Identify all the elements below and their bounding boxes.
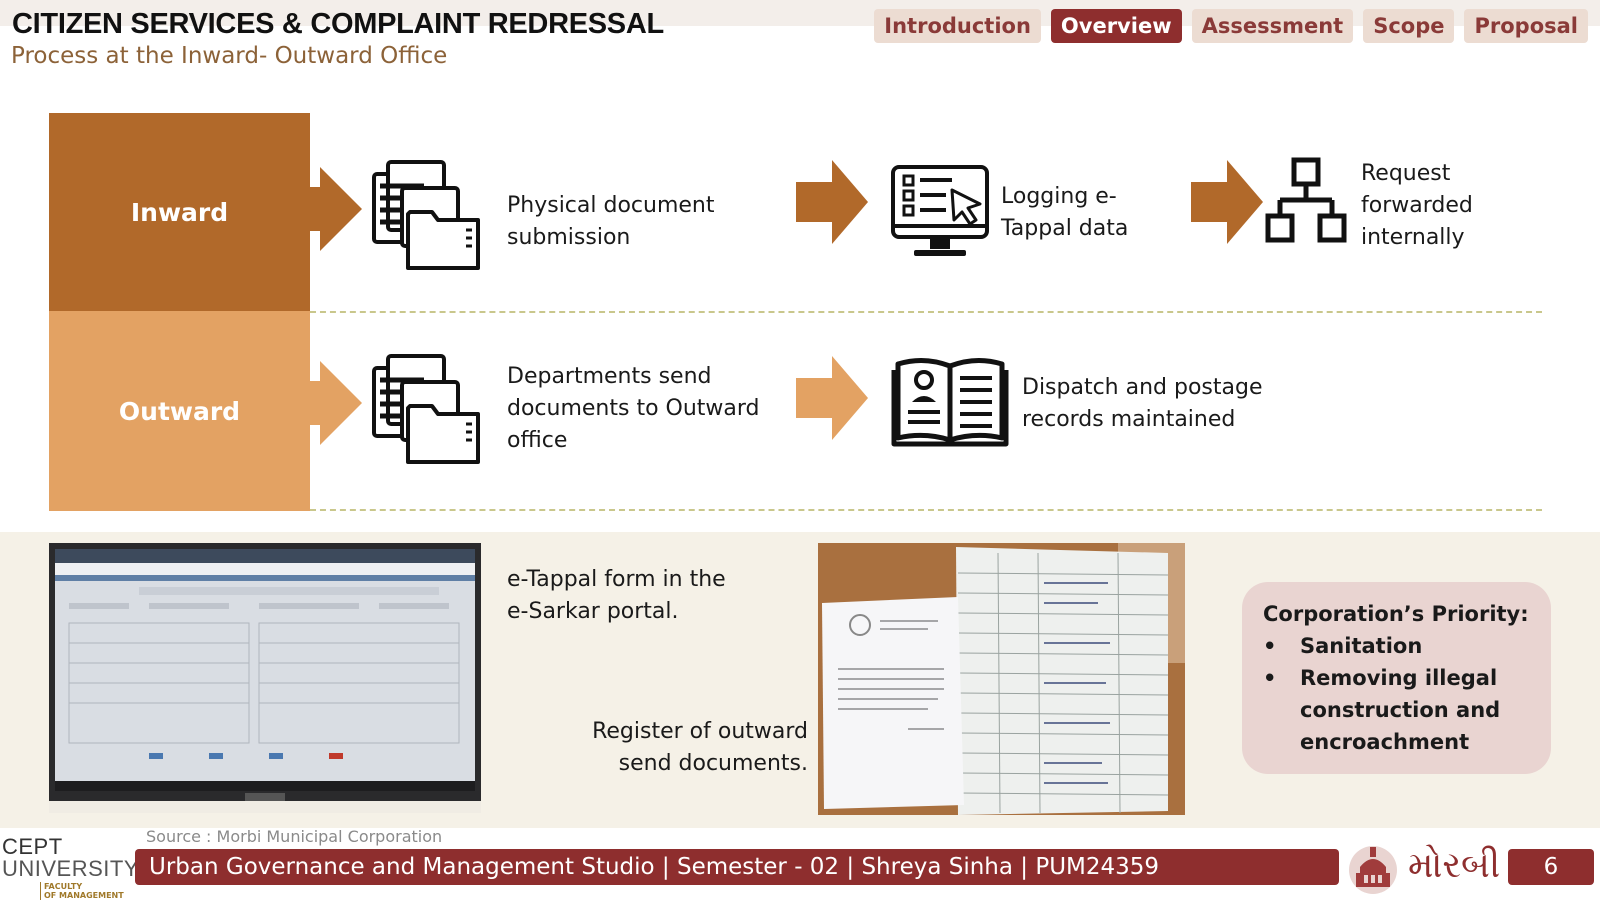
tab-assessment[interactable]: Assessment — [1191, 9, 1354, 43]
etappal-screen-photo — [49, 543, 481, 813]
step-text: Dispatch and postage records maintained — [1022, 375, 1263, 432]
tab-proposal[interactable]: Proposal — [1464, 9, 1588, 43]
page-number: 6 — [1508, 849, 1594, 885]
palace-emblem-icon — [1349, 846, 1397, 894]
open-register-icon — [891, 358, 1009, 447]
documents-folder-icon — [372, 160, 480, 270]
page-subtitle: Process at the Inward- Outward Office — [11, 43, 448, 69]
logo-line: OF MANAGEMENT — [44, 891, 124, 900]
arrow-right-icon — [310, 361, 362, 445]
city-name: મોરબી — [1408, 845, 1501, 886]
logo-line: FACULTY — [44, 882, 83, 891]
step-dispatch-records: Dispatch and postage records maintained — [1022, 372, 1272, 436]
step-physical-submission: Physical document submission — [507, 190, 727, 254]
priority-item-text: Sanitation — [1300, 634, 1423, 658]
outward-register-photo — [818, 543, 1185, 815]
tab-overview[interactable]: Overview — [1050, 9, 1182, 43]
footer-bar: Urban Governance and Management Studio |… — [135, 849, 1339, 885]
step-departments-send: Departments send documents to Outward of… — [507, 361, 777, 457]
tab-scope[interactable]: Scope — [1363, 9, 1455, 43]
etappal-caption: e-Tappal form in the e-Sarkar portal. — [507, 564, 737, 628]
step-text: Logging e-Tappal data — [1001, 184, 1129, 241]
documents-folder-icon — [372, 354, 480, 464]
page-title: CITIZEN SERVICES & COMPLAINT REDRESSAL — [12, 8, 664, 40]
arrow-right-icon — [1191, 160, 1263, 244]
hierarchy-icon — [1265, 157, 1347, 243]
register-caption: Register of outward send documents. — [582, 716, 808, 780]
caption-text: Register of outward send documents. — [592, 719, 808, 776]
caption-text: e-Tappal form in the e-Sarkar portal. — [507, 567, 726, 624]
bullet: • — [1263, 634, 1277, 658]
arrow-right-icon — [310, 167, 362, 251]
step-text: Physical document submission — [507, 193, 715, 250]
footer-text: Urban Governance and Management Studio |… — [149, 854, 1160, 880]
morbi-emblem: મોરબી — [1346, 843, 1500, 895]
logo-line: UNIVERSITY — [2, 856, 140, 881]
monitor-checklist-icon — [891, 165, 989, 256]
bullet: • — [1263, 666, 1277, 690]
priority-list: • Sanitation • Removing illegal constructi… — [1263, 630, 1533, 758]
inward-label: Inward — [130, 197, 229, 227]
logo-line: CEPT — [2, 834, 63, 859]
list-item: • Sanitation — [1263, 630, 1533, 662]
outward-label: Outward — [118, 396, 241, 426]
list-item: • Removing illegal construction and encro… — [1263, 662, 1533, 758]
step-logging-etappal: Logging e-Tappal data — [1001, 181, 1161, 245]
step-text: Request forwarded internally — [1361, 161, 1473, 250]
inward-label-box: Inward — [49, 113, 310, 311]
divider-inward — [310, 311, 1542, 313]
section-nav: Introduction Overview Assessment Scope P… — [874, 9, 1588, 43]
priority-item-text: Removing illegal construction and encroa… — [1300, 666, 1501, 754]
step-request-forwarded: Request forwarded internally — [1361, 158, 1491, 254]
arrow-right-icon — [796, 160, 868, 244]
priority-card: Corporation’s Priority: • Sanitation • Rem… — [1242, 582, 1551, 774]
tab-introduction[interactable]: Introduction — [874, 9, 1041, 43]
priority-title: Corporation’s Priority: — [1263, 602, 1529, 626]
arrow-right-icon — [796, 356, 868, 440]
outward-label-box: Outward — [49, 311, 310, 511]
divider-outward — [310, 509, 1542, 511]
step-text: Departments send documents to Outward of… — [507, 364, 760, 453]
source-note: Source : Morbi Municipal Corporation — [146, 827, 443, 846]
